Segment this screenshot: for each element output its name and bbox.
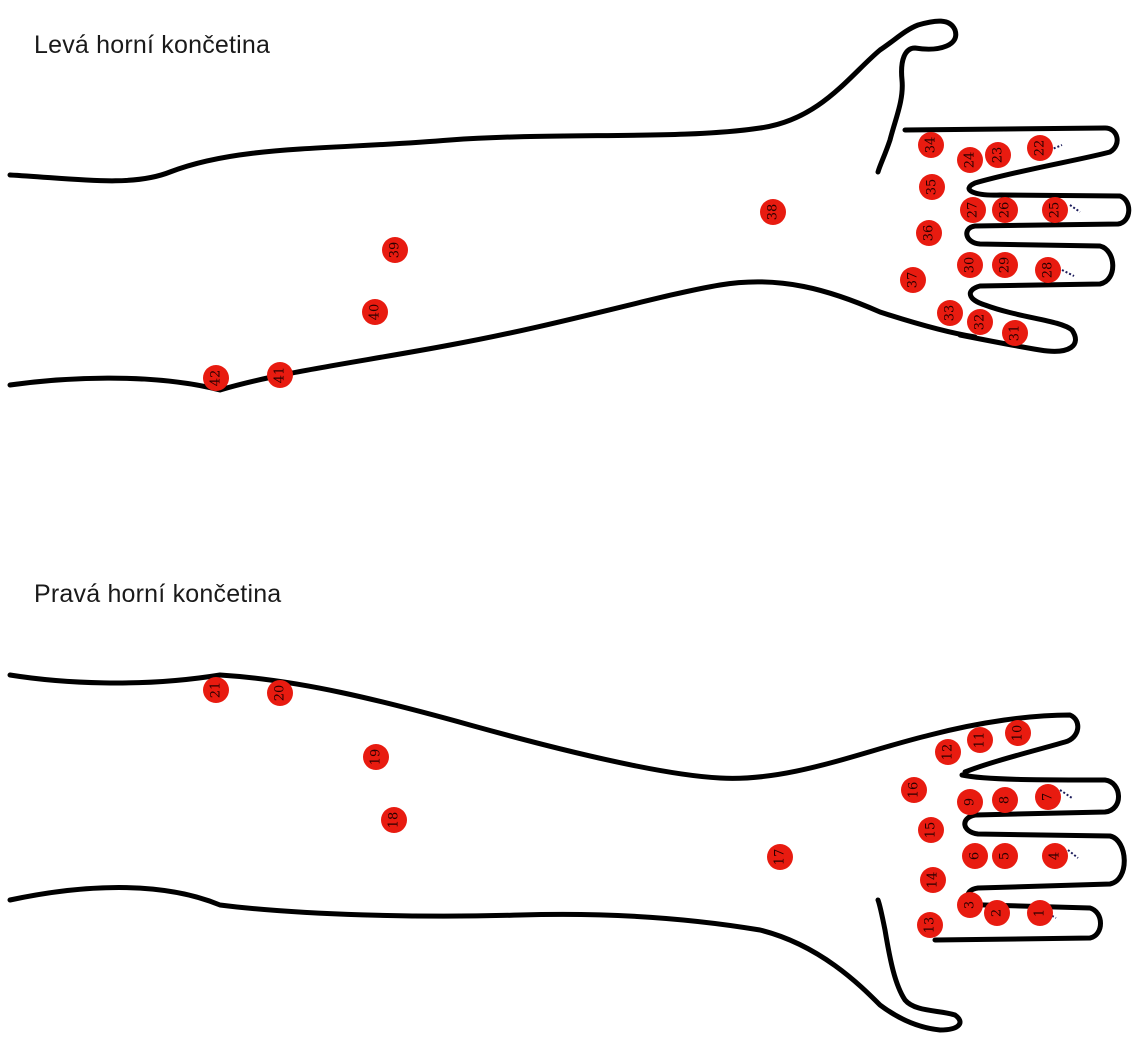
point-label: 39 — [388, 242, 403, 259]
point-label: 22 — [1033, 140, 1048, 157]
point-22: 22 — [1027, 135, 1053, 161]
point-33: 33 — [937, 300, 963, 326]
point-37: 37 — [900, 267, 926, 293]
point-label: 9 — [963, 798, 978, 806]
point-38: 38 — [760, 199, 786, 225]
right-limb-outline — [10, 675, 1124, 1030]
point-15: 15 — [918, 817, 944, 843]
point-label: 30 — [963, 257, 978, 274]
point-10: 10 — [1005, 720, 1031, 746]
measurement-points: 1234567891011121314151617181920212223242… — [203, 132, 1068, 938]
point-12: 12 — [935, 739, 961, 765]
point-2: 2 — [984, 900, 1010, 926]
point-28: 28 — [1035, 257, 1061, 283]
point-label: 41 — [273, 367, 288, 384]
point-32: 32 — [967, 309, 993, 335]
point-label: 11 — [973, 732, 988, 749]
point-42: 42 — [203, 365, 229, 391]
point-label: 3 — [963, 901, 978, 909]
point-41: 41 — [267, 362, 293, 388]
point-7: 7 — [1035, 784, 1061, 810]
point-label: 32 — [973, 314, 988, 331]
point-label: 6 — [968, 852, 983, 860]
point-label: 8 — [998, 796, 1013, 804]
point-label: 36 — [922, 225, 937, 242]
point-label: 16 — [907, 782, 922, 799]
point-36: 36 — [916, 220, 942, 246]
point-label: 13 — [923, 917, 938, 934]
point-34: 34 — [918, 132, 944, 158]
point-label: 27 — [966, 202, 981, 219]
point-label: 1 — [1033, 909, 1048, 917]
point-6: 6 — [962, 843, 988, 869]
point-label: 25 — [1048, 202, 1063, 219]
point-31: 31 — [1002, 320, 1028, 346]
point-39: 39 — [382, 237, 408, 263]
point-1: 1 — [1027, 900, 1053, 926]
point-label: 26 — [998, 202, 1013, 219]
point-29: 29 — [992, 252, 1018, 278]
point-18: 18 — [381, 807, 407, 833]
point-40: 40 — [362, 299, 388, 325]
point-30: 30 — [957, 252, 983, 278]
point-9: 9 — [957, 789, 983, 815]
point-label: 14 — [926, 872, 941, 889]
point-label: 42 — [209, 370, 224, 387]
point-21: 21 — [203, 677, 229, 703]
point-label: 29 — [998, 257, 1013, 274]
point-14: 14 — [920, 867, 946, 893]
point-label: 7 — [1041, 793, 1056, 801]
point-13: 13 — [917, 912, 943, 938]
point-35: 35 — [919, 174, 945, 200]
point-label: 23 — [991, 147, 1006, 164]
point-27: 27 — [960, 197, 986, 223]
point-label: 20 — [273, 685, 288, 702]
point-24: 24 — [957, 147, 983, 173]
point-label: 4 — [1048, 852, 1063, 860]
point-26: 26 — [992, 197, 1018, 223]
point-label: 17 — [773, 849, 788, 866]
point-16: 16 — [901, 777, 927, 803]
point-label: 24 — [963, 152, 978, 169]
point-label: 2 — [990, 909, 1005, 917]
point-8: 8 — [992, 787, 1018, 813]
point-5: 5 — [992, 843, 1018, 869]
point-3: 3 — [957, 892, 983, 918]
point-label: 28 — [1041, 262, 1056, 279]
point-label: 31 — [1008, 325, 1023, 342]
point-label: 38 — [766, 204, 781, 221]
point-11: 11 — [967, 727, 993, 753]
point-17: 17 — [767, 844, 793, 870]
point-label: 21 — [209, 682, 224, 699]
point-label: 12 — [941, 744, 956, 761]
point-23: 23 — [985, 142, 1011, 168]
point-label: 19 — [369, 749, 384, 766]
point-label: 15 — [924, 822, 939, 839]
point-label: 18 — [387, 812, 402, 829]
point-label: 40 — [368, 304, 383, 321]
point-label: 35 — [925, 179, 940, 196]
point-19: 19 — [363, 744, 389, 770]
point-label: 5 — [998, 852, 1013, 860]
point-label: 34 — [924, 137, 939, 154]
point-label: 37 — [906, 272, 921, 289]
point-4: 4 — [1042, 843, 1068, 869]
point-label: 10 — [1011, 725, 1026, 742]
point-25: 25 — [1042, 197, 1068, 223]
point-label: 33 — [943, 305, 958, 322]
point-20: 20 — [267, 680, 293, 706]
